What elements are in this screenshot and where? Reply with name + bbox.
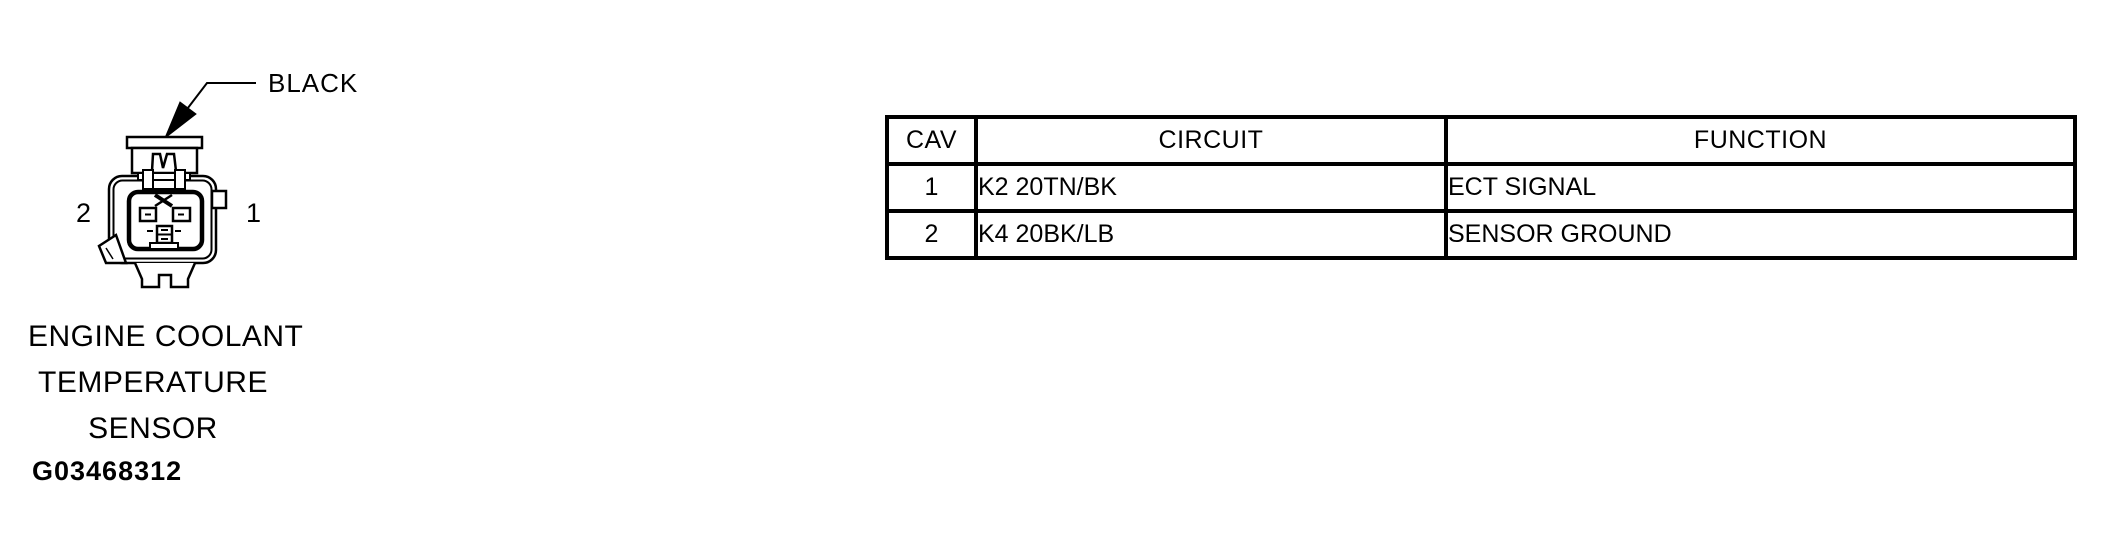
pin-2-label: 2	[76, 198, 92, 228]
col-header-function: FUNCTION	[1444, 115, 2077, 166]
connector-terminals	[138, 193, 192, 250]
ect-connector-diagram: BLACK 2 1 ENGINE COOLANT TEMPERATURE SEN…	[0, 0, 380, 520]
table-header-row: CAV CIRCUIT FUNCTION	[885, 115, 2077, 166]
caption-line: ENGINE COOLANT	[28, 320, 304, 353]
figure-id: G03468312	[32, 456, 183, 486]
connector-drawing	[97, 82, 256, 289]
col-header-cav: CAV	[885, 115, 978, 166]
cell-circuit: K4 20BK/LB	[974, 209, 1448, 260]
connector-body	[97, 169, 228, 289]
cell-cav: 1	[885, 162, 978, 213]
connector-lock-tab	[125, 135, 204, 175]
col-header-circuit: CIRCUIT	[974, 115, 1448, 166]
color-callout-arrow-icon	[163, 82, 256, 140]
pin-1-label: 1	[246, 198, 262, 228]
table-row: 1 K2 20TN/BK ECT SIGNAL	[885, 162, 2077, 213]
caption-line: TEMPERATURE	[38, 366, 268, 399]
cell-function: ECT SIGNAL	[1444, 162, 2077, 213]
cell-cav: 2	[885, 209, 978, 260]
cell-function: SENSOR GROUND	[1444, 209, 2077, 260]
table-row: 2 K4 20BK/LB SENSOR GROUND	[885, 209, 2077, 260]
cell-circuit: K2 20TN/BK	[974, 162, 1448, 213]
connector-caption: ENGINE COOLANT TEMPERATURE SENSOR	[28, 314, 304, 452]
caption-line: SENSOR	[88, 412, 218, 445]
connector-color-label: BLACK	[268, 68, 359, 98]
pinout-table: CAV CIRCUIT FUNCTION 1 K2 20TN/BK ECT SI…	[885, 115, 2077, 260]
